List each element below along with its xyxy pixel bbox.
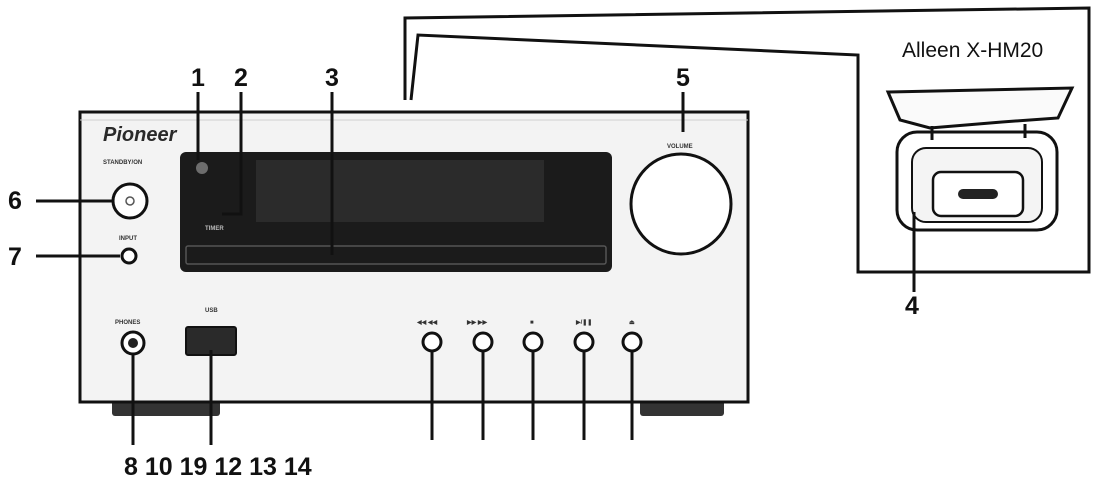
- input-button[interactable]: [120, 247, 138, 265]
- inset-title: Alleen X-HM20: [902, 39, 1043, 62]
- eject-button[interactable]: [621, 331, 643, 353]
- callouts-top: 1 2 3 5: [191, 64, 690, 255]
- play-pause-button[interactable]: [573, 331, 595, 353]
- phones-label: PHONES: [115, 320, 140, 326]
- standby-button-center: [125, 196, 135, 206]
- callout-6: 6: [8, 187, 22, 215]
- callout-2: 2: [234, 64, 248, 92]
- callout-1: 1: [191, 64, 205, 92]
- input-label: INPUT: [119, 236, 137, 242]
- volume-knob[interactable]: [629, 152, 733, 256]
- callout-4: 4: [905, 292, 919, 320]
- prev-button[interactable]: [421, 331, 443, 353]
- phones-jack-hole: [128, 338, 138, 348]
- leader-2: [222, 92, 243, 216]
- stop-label: ■: [530, 320, 534, 326]
- callout-7: 7: [8, 243, 22, 271]
- disc-slot: [185, 245, 607, 265]
- dock-lid: [885, 86, 1075, 130]
- callout-3: 3: [325, 64, 339, 92]
- next-label: ▶▶ ▶▶: [466, 319, 488, 326]
- volume-label: VOLUME: [667, 144, 693, 150]
- eject-label: ⏏: [629, 320, 635, 326]
- callout-5: 5: [676, 64, 690, 92]
- standby-label: STANDBY/ON: [103, 160, 142, 166]
- timer-label: TIMER: [205, 226, 224, 232]
- unit-front-panel: Pioneer TIMER STANDBY/ON INPUT VOLUME PH…: [78, 110, 750, 416]
- callout-bottom-row: 8 10 19 12 13 14: [124, 453, 312, 481]
- leaders-bottom: 8 10 19 12 13 14: [124, 350, 634, 481]
- callouts-left: 6 7: [8, 187, 120, 271]
- standby-indicator: [196, 162, 208, 174]
- usb-label: USB: [205, 308, 218, 314]
- stop-button[interactable]: [522, 331, 544, 353]
- dock-connector: [958, 189, 998, 199]
- brand-logo: Pioneer: [103, 124, 178, 146]
- standby-button[interactable]: [111, 182, 149, 220]
- inset-dock-detail: Alleen X-HM20 4: [403, 6, 1091, 320]
- inset-frame-outer: [403, 6, 1091, 274]
- prev-label: ◀◀ ◀◀: [416, 319, 438, 326]
- play-pause-label: ▶/❚❚: [575, 319, 592, 326]
- display-screen: [256, 160, 544, 222]
- next-button[interactable]: [472, 331, 494, 353]
